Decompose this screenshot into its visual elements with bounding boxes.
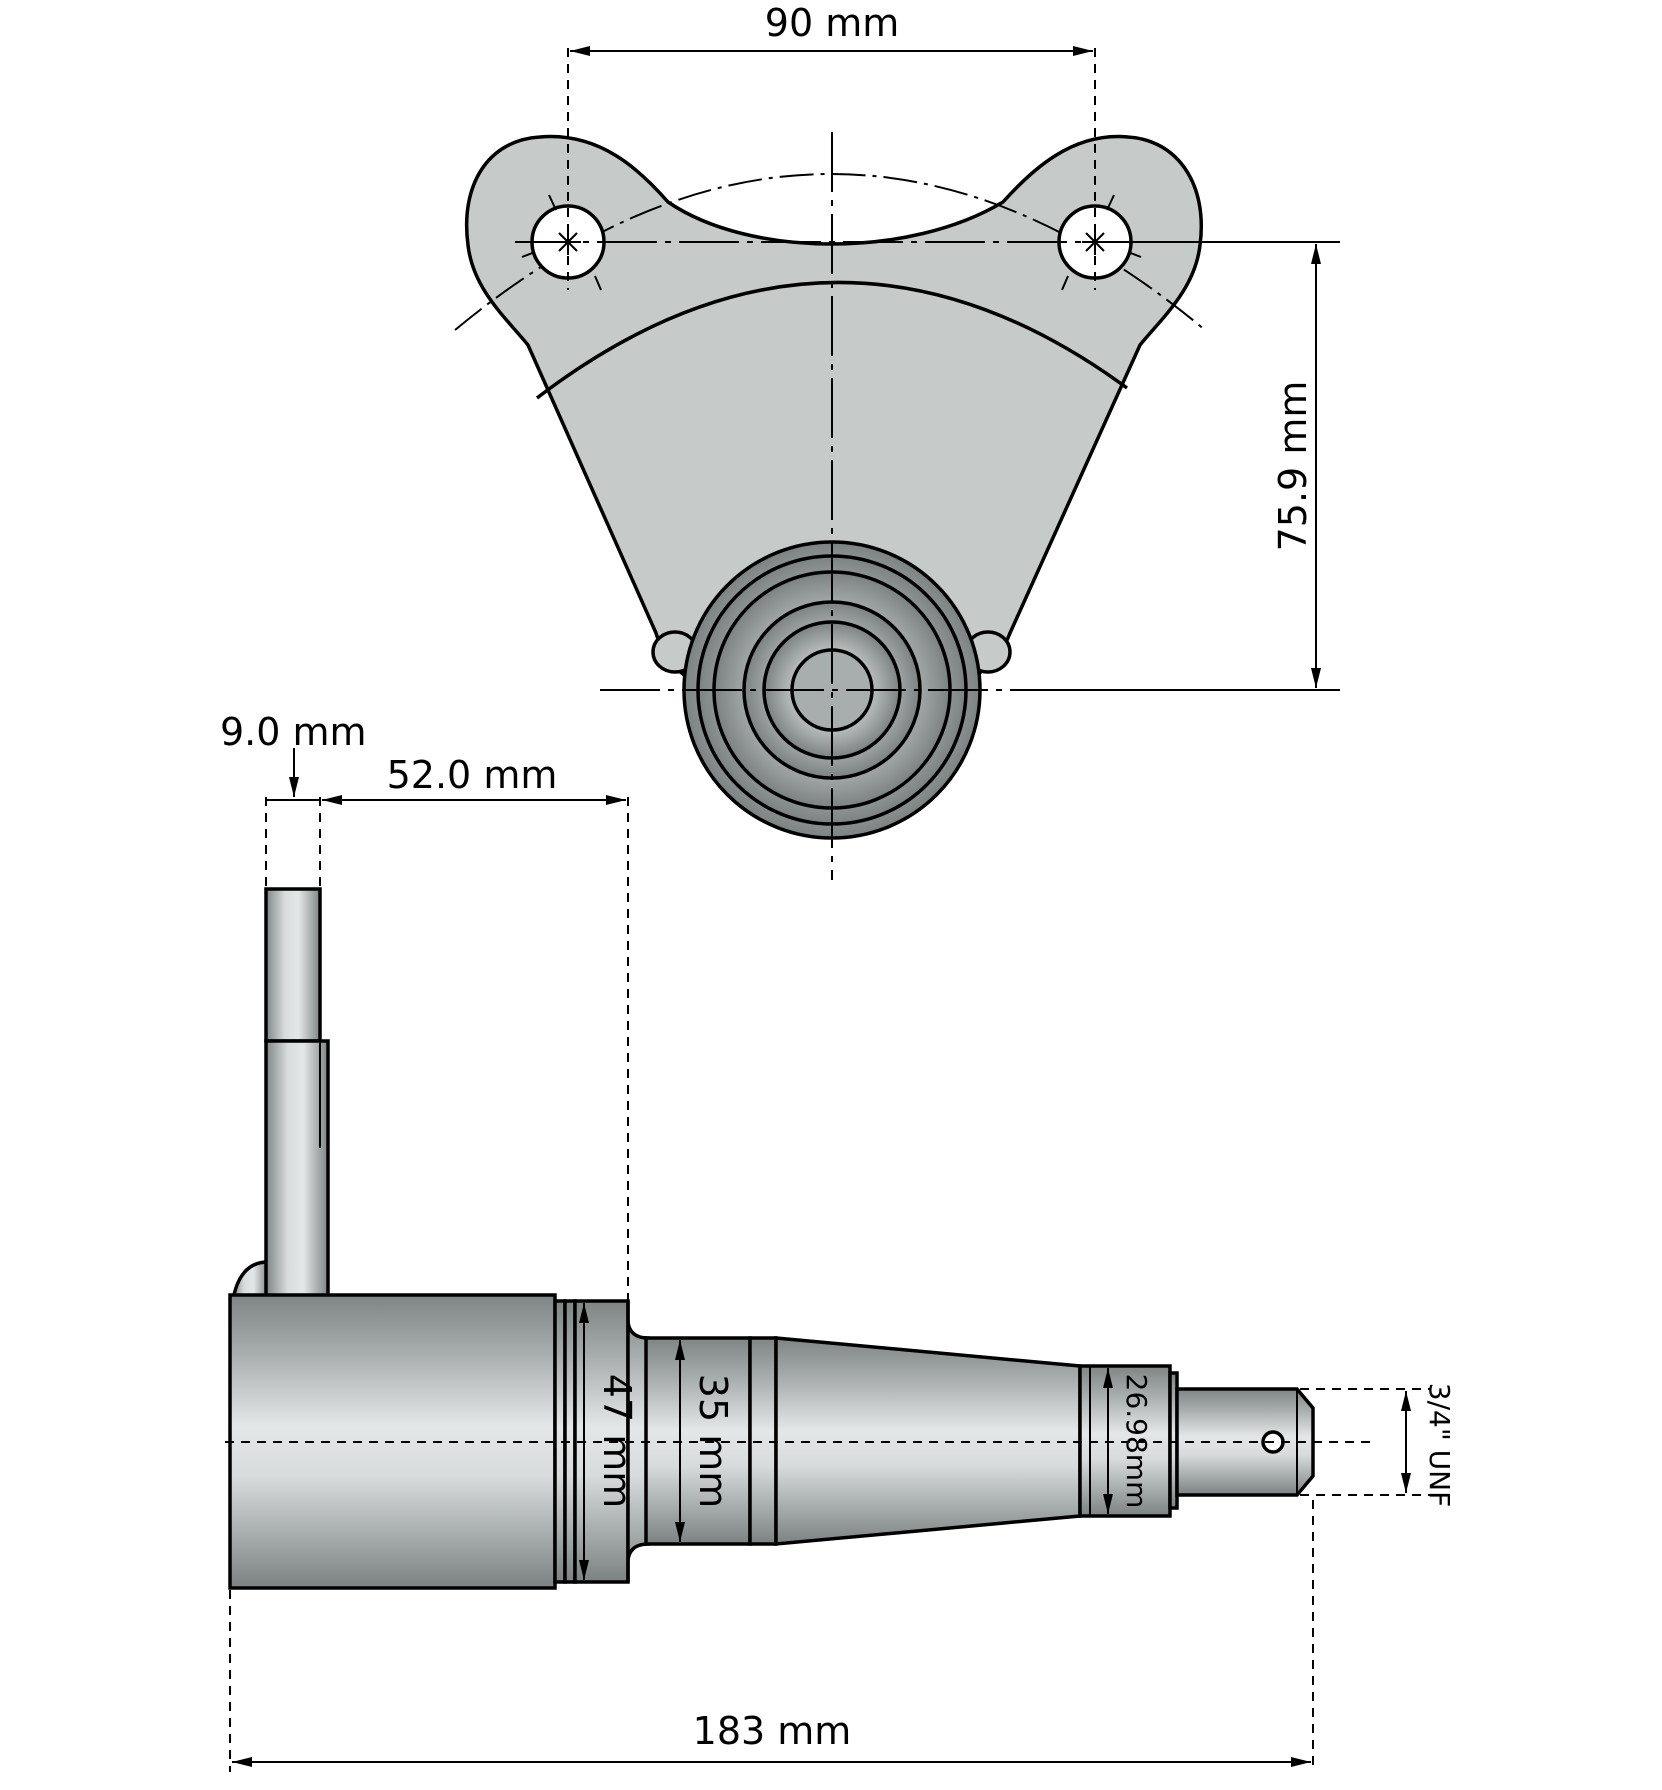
dimension-thread: 3/4" UNF	[1300, 1383, 1456, 1507]
height-label: 75.9 mm	[1271, 381, 1315, 552]
outer-bearing-diameter-label: 26.98mm	[1120, 1374, 1153, 1509]
dimension-overall-length: 183 mm	[229, 1500, 1314, 1772]
side-view	[225, 887, 1370, 1590]
bearing-diameter-label: 35 mm	[691, 1374, 735, 1508]
hole-spacing-label: 90 mm	[765, 1, 899, 45]
mounting-plate	[465, 134, 1203, 687]
dimension-bearing-diameter: 35 mm	[675, 1340, 735, 1542]
collar-diameter-label: 47 mm	[595, 1374, 639, 1508]
dimension-flange-offset: 52.0 mm	[322, 753, 629, 1300]
dimension-height: 75.9 mm	[1065, 241, 1340, 691]
flange-plate-upper	[264, 887, 322, 1043]
thread-label: 3/4" UNF	[1423, 1383, 1456, 1507]
dimension-flange-thickness: 9.0 mm	[220, 710, 367, 889]
threaded-end	[1175, 1387, 1315, 1497]
dimension-collar-diameter: 47 mm	[579, 1303, 639, 1580]
flange-offset-label: 52.0 mm	[387, 753, 558, 797]
flange-thickness-label: 9.0 mm	[220, 710, 367, 754]
overall-length-label: 183 mm	[693, 1709, 852, 1753]
dimension-outer-bearing-diameter: 26.98mm	[1103, 1368, 1153, 1514]
dimension-hole-spacing: 90 mm	[567, 1, 1096, 290]
top-view	[454, 132, 1206, 880]
